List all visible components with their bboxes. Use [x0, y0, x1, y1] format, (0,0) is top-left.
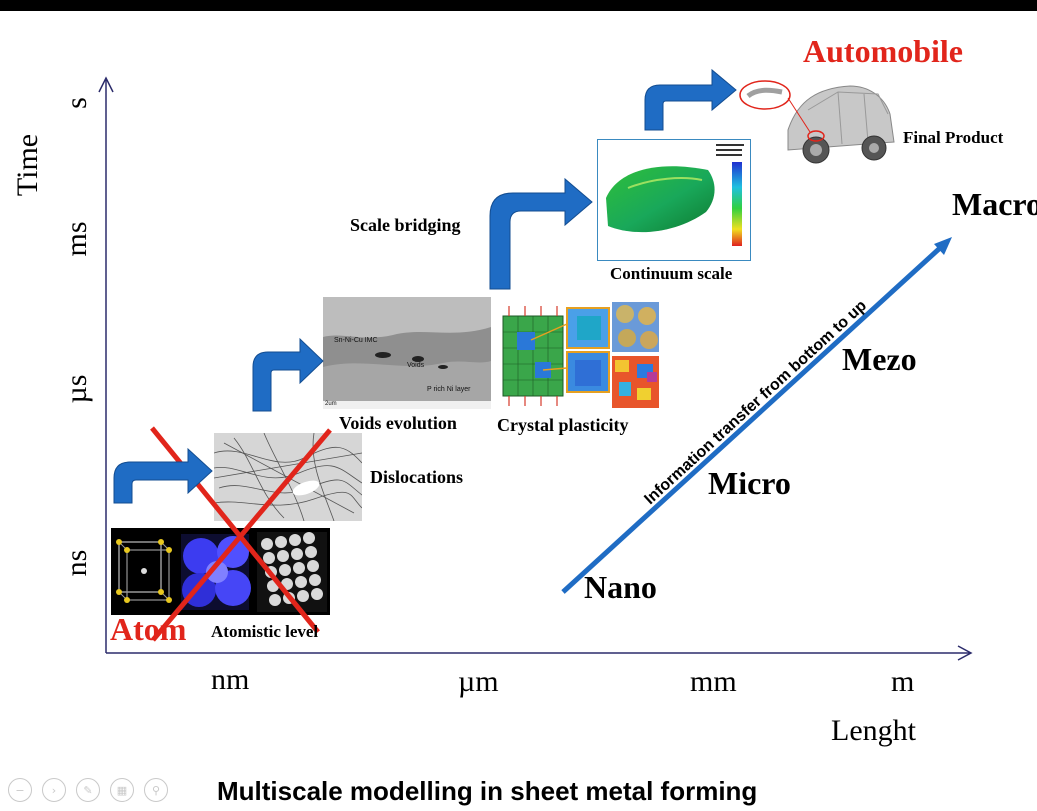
bent-arrow-3: [489, 177, 593, 290]
automobile-label: Automobile: [803, 33, 963, 69]
bent-arrow-1: [113, 447, 213, 504]
sem-label-layer: P rich Ni layer: [427, 386, 471, 393]
bent-arrow-4: [644, 68, 737, 131]
crystal-plasticity-image: [497, 302, 661, 412]
atom-label: Atom: [110, 611, 187, 647]
y-axis-arrowhead: [98, 76, 114, 93]
scale-nano: Nano: [584, 569, 657, 605]
atomistic-image: [111, 528, 330, 615]
info-arrow-head: [934, 237, 952, 255]
dislocations-label: Dislocations: [370, 467, 464, 487]
grain-map-graphic-bottom: [612, 356, 659, 408]
zoom-circle: [739, 80, 791, 110]
search-icon[interactable]: ⚲: [144, 778, 168, 802]
x-axis-arrowhead: [957, 645, 973, 661]
blue-cube-graphic-bottom: [566, 351, 610, 393]
x-tick-um: µm: [458, 665, 499, 698]
blue-spheres-graphic: [181, 534, 251, 610]
voids-evolution-label: Voids evolution: [339, 413, 457, 433]
scale-micro: Micro: [708, 465, 791, 501]
red-cross-line-2: [151, 428, 332, 642]
sem-label-voids: Voids: [407, 362, 425, 369]
page-title: Multiscale modelling in sheet metal form…: [217, 776, 758, 806]
voids-sem-image: Sn-Ni-Cu IMC Voids P rich Ni layer 2um: [323, 297, 491, 409]
edit-icon[interactable]: ✎: [76, 778, 100, 802]
blue-cube-graphic-top: [566, 307, 610, 349]
next-icon[interactable]: ›: [42, 778, 66, 802]
scale-mezo: Mezo: [842, 341, 917, 377]
x-tick-nm: nm: [211, 663, 250, 696]
sem-label-imc: Sn-Ni-Cu IMC: [334, 337, 378, 344]
top-bar: [0, 0, 1037, 11]
automobile-image: [738, 70, 898, 174]
unit-cell-graphic: [116, 539, 172, 603]
crystal-plasticity-label: Crystal plasticity: [497, 415, 629, 435]
copy-icon[interactable]: ▦: [110, 778, 134, 802]
x-tick-mm: mm: [690, 665, 737, 698]
continuum-scale-label: Continuum scale: [610, 264, 733, 283]
info-arrow-line: [561, 246, 942, 594]
scale-macro: Macro: [952, 186, 1037, 222]
macro-clip: Macro: [952, 184, 1037, 230]
sem-label-scale: 2um: [325, 401, 337, 407]
continuum-scale-image: [597, 139, 751, 261]
scale-bridging-label: Scale bridging: [350, 215, 461, 235]
atomistic-level-label: Atomistic level: [211, 622, 319, 641]
zoom-out-icon[interactable]: −: [8, 778, 32, 802]
fem-cube-graphic: [502, 306, 564, 406]
car-hood-shape: [606, 166, 715, 233]
bent-arrow-2: [252, 337, 324, 412]
color-scale-bar: [732, 162, 742, 246]
x-tick-m: m: [891, 665, 915, 698]
x-axis-title: Lenght: [831, 714, 916, 747]
final-product-label: Final Product: [903, 128, 1004, 147]
grain-map-graphic-top: [612, 302, 659, 352]
presentation-controls: − › ✎ ▦ ⚲: [8, 778, 168, 802]
